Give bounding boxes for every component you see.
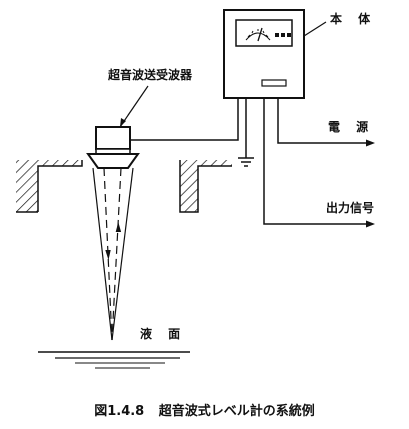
transducer-head xyxy=(95,126,131,150)
indicator-squares xyxy=(275,33,291,37)
wiring xyxy=(130,98,375,228)
ground-icon xyxy=(238,157,254,167)
right-wall xyxy=(179,160,232,213)
power-label: 電 源 xyxy=(328,120,375,134)
main-unit-label: 本 体 xyxy=(330,12,377,26)
nameplate xyxy=(261,79,287,87)
main-unit xyxy=(223,9,327,99)
beam-down-arrow-icon xyxy=(105,250,111,260)
main-unit-leader xyxy=(303,21,327,37)
meter-window xyxy=(235,19,293,47)
figure-number: 図1.4.8 xyxy=(94,404,145,419)
meter-dial-icon xyxy=(245,27,271,42)
transducer-horn xyxy=(86,153,140,169)
ultrasonic-beam xyxy=(92,167,134,341)
transducer-label: 超音波送受波器 xyxy=(108,68,193,82)
liquid-surface-label: 液 面 xyxy=(140,327,187,341)
power-arrow-icon xyxy=(366,139,375,147)
transducer-cable xyxy=(130,98,239,141)
figure-title: 超音波式レベル計の系統例 xyxy=(158,404,315,419)
transducer-leader xyxy=(119,85,149,128)
output-signal-line xyxy=(263,98,368,225)
beam-up-arrow-icon xyxy=(115,222,122,232)
transducer xyxy=(86,85,149,169)
output-signal-label: 出力信号 xyxy=(326,201,375,215)
output-arrow-icon xyxy=(366,220,375,228)
figure-caption: 図1.4.8 超音波式レベル計の系統例 xyxy=(0,400,409,419)
power-line xyxy=(277,98,368,144)
tank-walls xyxy=(16,160,232,213)
liquid-surface xyxy=(38,351,190,369)
